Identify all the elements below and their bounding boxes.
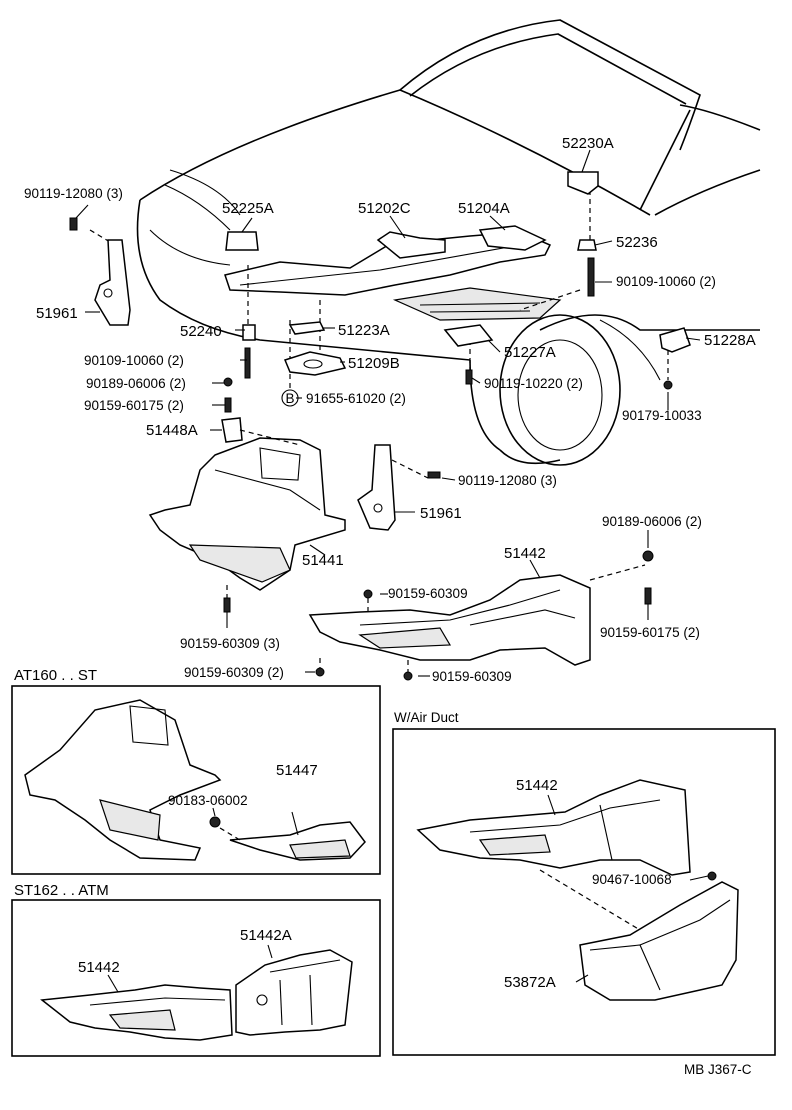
label-51448A: 51448A — [146, 422, 198, 439]
section-air-duct-box — [392, 728, 776, 1056]
cover-51442A — [235, 949, 353, 1036]
cushion-51228A — [659, 327, 691, 353]
bolt-90109-10060-right — [587, 257, 595, 297]
label-91655-61020: 91655-61020 (2) — [306, 391, 406, 406]
label-51209B: 51209B — [348, 355, 400, 372]
label-51223A: 51223A — [338, 322, 390, 339]
label-90119-12080-top: 90119-12080 (3) — [24, 186, 123, 201]
middle-undercover — [148, 417, 441, 613]
bracket-51202C — [376, 231, 446, 259]
leader-lines — [75, 149, 709, 993]
bolt-90159-60175-right — [644, 587, 652, 605]
label-51228A: 51228A — [704, 332, 756, 349]
air-duct-parts — [416, 779, 739, 1001]
bolt-90119-12080-mid — [427, 471, 441, 479]
bolt-52240 — [242, 324, 256, 341]
bolt-90159-60309-2 — [315, 667, 325, 677]
nut-90189-06006-left — [223, 377, 233, 387]
label-90159-60309-3: 90159-60309 (3) — [180, 636, 280, 651]
duct-51442-air — [416, 779, 691, 876]
bracket-51961-left — [94, 239, 131, 326]
section-title-at160: AT160 . . ST — [14, 667, 97, 684]
bolt-90119-10220 — [465, 369, 473, 385]
duct-51442-main — [308, 550, 654, 681]
label-52236: 52236 — [616, 234, 658, 251]
section-at160-box — [11, 685, 381, 875]
label-90159-60309-2: 90159-60309 (2) — [184, 665, 284, 680]
label-51441: 51441 — [302, 552, 344, 569]
label-90159-60175-right: 90159-60175 (2) — [600, 625, 700, 640]
b-marker-circle — [281, 389, 299, 407]
clip-90467-10068 — [707, 871, 717, 881]
plate-51209B — [283, 351, 347, 376]
nut-52225A — [225, 231, 259, 251]
crossmember-51202C — [224, 231, 552, 296]
label-51442-st162: 51442 — [78, 959, 120, 976]
pad-51227A — [443, 324, 494, 347]
label-90159-60309-bottom: 90159-60309 — [432, 669, 512, 684]
label-52225A: 52225A — [222, 200, 274, 217]
label-90109-10060-right: 90109-10060 (2) — [616, 274, 716, 289]
label-90119-10220: 90119-10220 (2) — [484, 376, 583, 391]
pad-51223A — [288, 321, 326, 335]
nut-52236 — [577, 239, 597, 251]
nut-90189-06006-right — [642, 550, 654, 562]
label-53872A: 53872A — [504, 974, 556, 991]
label-51442-main: 51442 — [504, 545, 546, 562]
nut-90179-10033 — [663, 380, 673, 390]
label-90159-60175-left: 90159-60175 (2) — [84, 398, 184, 413]
figure-code: MB J367-C — [684, 1062, 752, 1077]
label-90189-06006-left: 90189-06006 (2) — [86, 376, 186, 391]
bolt-90159-60309-bottom — [403, 671, 413, 681]
upper-assembly — [69, 171, 691, 413]
nut-90183-06002 — [209, 816, 221, 828]
section-title-st162: ST162 . . ATM — [14, 882, 109, 899]
label-51442A: 51442A — [240, 927, 292, 944]
duct-53872A — [579, 881, 739, 1001]
label-52240: 52240 — [180, 323, 222, 340]
bracket-51204A — [478, 225, 547, 251]
bracket-51961-right — [357, 444, 396, 531]
section-st162-box — [11, 899, 381, 1057]
bolt-90119-12080-top — [69, 217, 78, 231]
label-51442-air-duct: 51442 — [516, 777, 558, 794]
label-90119-12080-mid: 90119-12080 (3) — [458, 473, 557, 488]
label-90159-60309-top: 90159-60309 — [388, 586, 468, 601]
label-90467-10068: 90467-10068 — [592, 872, 672, 887]
section-title-air-duct: W/Air Duct — [394, 710, 459, 725]
label-51447: 51447 — [276, 762, 318, 779]
label-52230A: 52230A — [562, 135, 614, 152]
label-90109-10060-left: 90109-10060 (2) — [84, 353, 184, 368]
bracket-51448A — [221, 417, 243, 443]
label-51961-right: 51961 — [420, 505, 462, 522]
label-51204A: 51204A — [458, 200, 510, 217]
at160-undercover — [24, 699, 366, 861]
bolt-90109-10060-left — [244, 347, 251, 379]
label-90183-06002: 90183-06002 — [168, 793, 248, 808]
label-51202C: 51202C — [358, 200, 411, 217]
st162-parts — [40, 949, 353, 1041]
label-51227A: 51227A — [504, 344, 556, 361]
bolt-90159-60175-left — [224, 397, 232, 413]
bolt-90159-60309-3 — [223, 597, 231, 613]
label-51961-left: 51961 — [36, 305, 78, 322]
b-marker: B — [285, 391, 294, 406]
bolt-90159-60309-top — [363, 589, 373, 599]
bracket-52230A — [567, 171, 599, 195]
label-90179-10033: 90179-10033 — [622, 408, 702, 423]
label-90189-06006-right: 90189-06006 (2) — [602, 514, 702, 529]
